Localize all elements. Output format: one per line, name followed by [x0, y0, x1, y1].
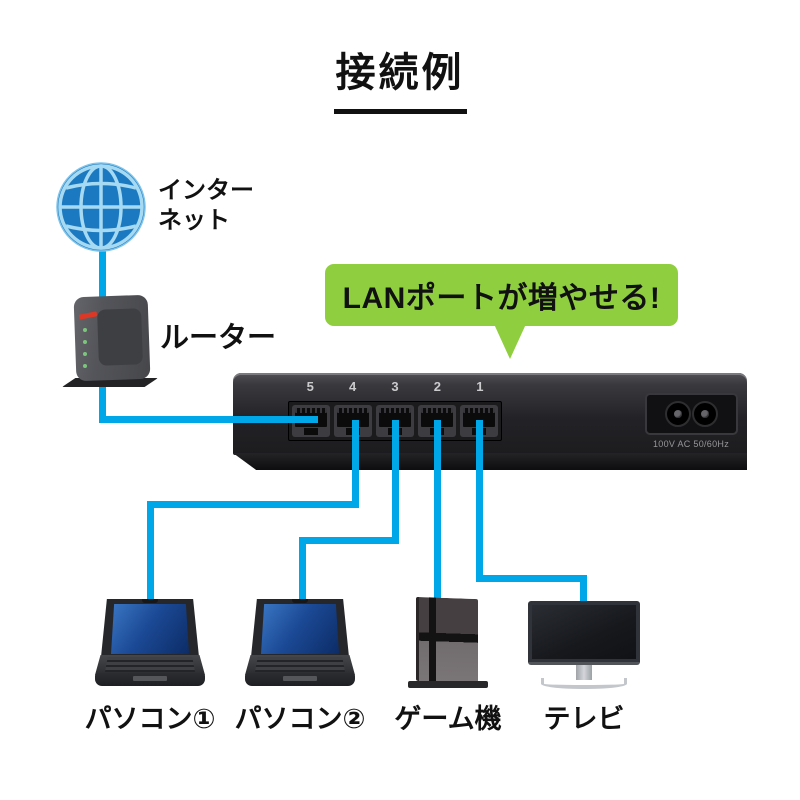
laptop-pc2: [245, 599, 355, 687]
router-led: [83, 328, 87, 332]
internet-label-line1: インター: [158, 177, 254, 204]
game-console: [408, 596, 488, 690]
port-number-5: 5: [306, 379, 314, 394]
laptop-screen: [251, 599, 349, 657]
laptop-screen: [101, 599, 199, 657]
tv-bezel: [528, 601, 640, 665]
console-stripe: [429, 597, 436, 682]
port-number-2: 2: [433, 379, 442, 394]
laptop-touchpad: [283, 676, 317, 681]
router-led: [83, 352, 87, 356]
laptop-keys: [105, 657, 195, 672]
callout-text: LANポートが増やせる!: [342, 282, 661, 315]
power-inlet: [645, 393, 738, 435]
console-stand: [408, 681, 488, 688]
page-title: 接続例: [0, 40, 800, 114]
cable-router-to-port5: [99, 416, 318, 423]
cable-port1-to-tv: [580, 575, 587, 609]
laptop-keyboard: [95, 655, 205, 675]
power-rating-label: 100V AC 50/60Hz: [652, 439, 730, 449]
switch-port-numbers: 5 4 3 2 1: [288, 379, 502, 394]
switch-base: [233, 453, 747, 470]
power-hole-left: [665, 401, 691, 427]
laptop-screen-display: [261, 604, 339, 654]
client-label-tv: テレビ: [543, 704, 625, 734]
client-label-pc1: パソコン①: [84, 704, 216, 734]
laptop-touchpad: [133, 676, 167, 681]
client-label-pc2: パソコン②: [234, 704, 366, 734]
globe-icon: [56, 162, 146, 252]
laptop-pc1: [95, 599, 205, 687]
router-led: [83, 340, 87, 344]
tv-monitor: [528, 601, 640, 693]
cable-port4-to-pc1: [147, 501, 154, 603]
laptop-keyboard: [245, 655, 355, 675]
console-body: [416, 596, 478, 684]
laptop-front-edge: [95, 673, 205, 686]
tv-stand-neck: [576, 665, 592, 680]
page-title-text: 接続例: [333, 40, 467, 114]
callout-bubble: LANポートが増やせる!: [325, 264, 678, 326]
tv-stand-base: [541, 678, 627, 689]
network-switch: 5 4 3 2 1 100V AC 50/60Hz: [233, 373, 747, 470]
cable-port3-horizontal: [299, 537, 399, 544]
cable-port1-horizontal: [476, 575, 587, 582]
router-stand: [62, 378, 158, 387]
cable-port1-down: [476, 420, 483, 582]
tv-screen: [532, 605, 636, 659]
router-led: [83, 364, 87, 368]
client-label-game: ゲーム機: [394, 704, 502, 734]
laptop-screen-display: [111, 604, 189, 654]
laptop-webcam-notch: [292, 599, 308, 603]
port-number-1: 1: [476, 379, 484, 394]
laptop-front-edge: [245, 673, 355, 686]
port-number-3: 3: [391, 379, 399, 394]
router-label: ルーター: [160, 322, 277, 354]
laptop-keys: [255, 657, 345, 672]
cable-port3-to-pc2: [299, 537, 306, 605]
cable-port2-to-console: [434, 420, 441, 605]
cable-port4-down: [352, 420, 359, 508]
callout-tail: [494, 324, 526, 359]
internet-label-line2: ネット: [158, 207, 230, 234]
router-device: [62, 292, 158, 396]
port-number-4: 4: [348, 379, 357, 394]
laptop-webcam-notch: [142, 599, 158, 603]
router-front-panel: [97, 308, 143, 366]
cable-port3-down: [392, 420, 399, 544]
internet-label: インター ネット: [158, 176, 254, 236]
power-hole-right: [692, 401, 718, 427]
cable-port4-horizontal: [147, 501, 359, 508]
